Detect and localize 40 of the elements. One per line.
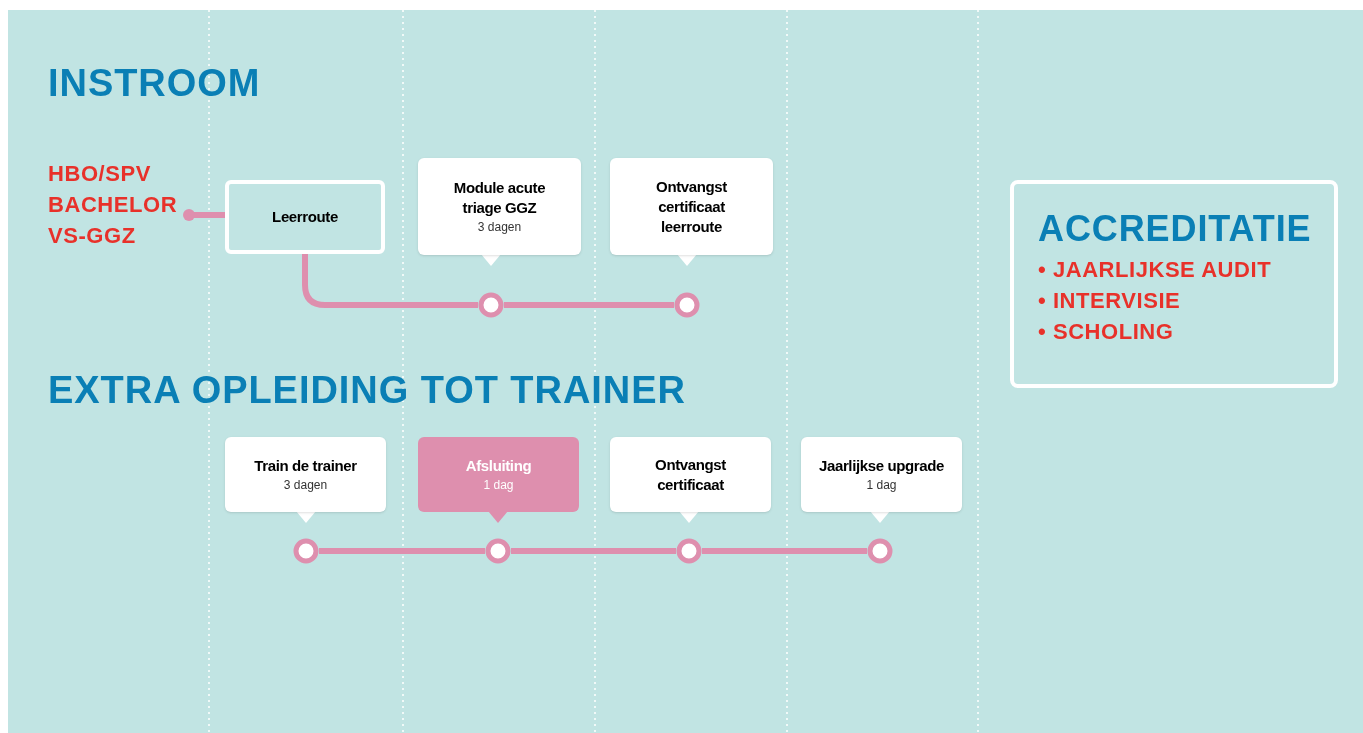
node-subtitle: BACHELOR bbox=[48, 191, 179, 219]
callout-box bbox=[418, 437, 579, 512]
section-heading: EXTRA OPLEIDING TOT TRAINER bbox=[48, 368, 686, 413]
callout-box bbox=[418, 158, 581, 255]
node-title: Train de trainer bbox=[254, 455, 357, 476]
node-title: ACCREDITATIE bbox=[1038, 207, 1313, 251]
node-subtitle: • INTERVISIE bbox=[1038, 287, 1182, 315]
timeline-line bbox=[319, 548, 485, 554]
node-subtitle: 1 dag bbox=[866, 476, 897, 494]
accreditation-panel bbox=[1010, 180, 1338, 388]
node-title: Afsluiting bbox=[465, 455, 532, 476]
callout-box bbox=[610, 437, 771, 512]
node-subtitle: VS-GGZ bbox=[48, 222, 137, 250]
node-title: Leerroute bbox=[272, 206, 338, 227]
node-subtitle: 1 dag bbox=[483, 476, 514, 494]
timeline-stop bbox=[674, 292, 700, 318]
timeline-line bbox=[504, 302, 674, 308]
node-title: Module acute triage GGZ bbox=[452, 177, 547, 218]
node-title: Ontvangst certificaat bbox=[654, 454, 727, 495]
timeline-stop bbox=[485, 538, 511, 564]
node-subtitle: 3 dagen bbox=[477, 218, 522, 236]
section-heading: INSTROOM bbox=[48, 61, 261, 106]
callout-box bbox=[801, 437, 962, 512]
node-subtitle: • JAARLIJKSE AUDIT bbox=[1038, 256, 1273, 284]
route-box bbox=[225, 180, 385, 254]
callout-box bbox=[225, 437, 386, 512]
node-subtitle: 3 dagen bbox=[283, 476, 328, 494]
timeline-line bbox=[511, 548, 676, 554]
timeline-line bbox=[183, 209, 225, 221]
timeline-stop bbox=[478, 292, 504, 318]
timeline-stop bbox=[676, 538, 702, 564]
timeline-line bbox=[302, 254, 478, 308]
node-title: HBO/SPV bbox=[48, 160, 152, 188]
node-subtitle: • SCHOLING bbox=[1038, 318, 1175, 346]
timeline-stop bbox=[867, 538, 893, 564]
callout-box bbox=[610, 158, 773, 255]
timeline-line bbox=[702, 548, 867, 554]
node-title: Jaarlijkse upgrade bbox=[819, 455, 944, 476]
node-title: Ontvangst certificaat leerroute bbox=[655, 176, 728, 237]
timeline-stop bbox=[293, 538, 319, 564]
